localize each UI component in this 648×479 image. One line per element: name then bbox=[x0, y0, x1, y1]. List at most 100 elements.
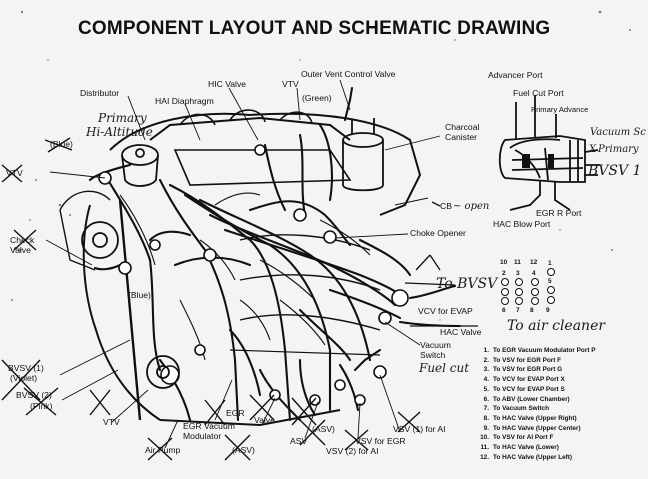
bvsv2-label-2: (Pink) bbox=[30, 401, 53, 411]
vcv-evap-label: VCV for EVAP bbox=[418, 306, 473, 316]
legend-number: 8. bbox=[483, 414, 489, 422]
egr-vacuum-modulator-label-2: Modulator bbox=[183, 431, 222, 441]
handwritten-cb-open: ~ open bbox=[453, 201, 490, 212]
legend-text: To VSV for EGR Port G bbox=[493, 366, 563, 374]
vsv-egr-label: VSV for EGR bbox=[355, 436, 406, 446]
legend-number: 6. bbox=[483, 395, 489, 403]
legend-text: To HAC Valve (Upper Right) bbox=[493, 414, 577, 422]
legend-number: 7. bbox=[483, 405, 489, 413]
port-dot bbox=[501, 288, 509, 296]
legend-number: 12. bbox=[480, 453, 489, 461]
legend-number: 3. bbox=[483, 366, 489, 374]
port-dot bbox=[547, 296, 555, 304]
legend-item: 7.To Vacuum Switch bbox=[476, 404, 646, 414]
port-number: 8 bbox=[530, 307, 534, 314]
legend-item: 8. To HAC Valve (Upper Right) bbox=[476, 414, 646, 424]
vacuum-switch-label-1: Vacuum bbox=[420, 340, 451, 350]
hac-blow-port-label: HAC Blow Port bbox=[493, 219, 551, 229]
canister-label: Canister bbox=[445, 132, 477, 142]
charcoal-canister-shape bbox=[342, 118, 384, 192]
port-legend: 1. To EGR Vacuum Modulator Port P 2. To VS… bbox=[476, 346, 646, 462]
port-dot bbox=[515, 288, 523, 296]
handwritten-to-bvsv: To BVSV bbox=[436, 276, 498, 292]
legend-text: To HAC Valve (Lower) bbox=[493, 444, 559, 452]
scan-specks bbox=[11, 10, 631, 321]
cb-label: CB bbox=[440, 201, 452, 211]
legend-number: 4. bbox=[483, 376, 489, 384]
leader-lines bbox=[45, 79, 441, 449]
bvsv2-label-1: BVSV (2) bbox=[16, 390, 52, 400]
egr-r-port-label: EGR R Port bbox=[536, 208, 582, 218]
legend-text: To VSV for EGR Port F bbox=[493, 356, 562, 364]
handwritten-x: X bbox=[589, 144, 597, 155]
legend-number: 11. bbox=[480, 444, 489, 452]
handwritten-bvsv1: BVSV 1 bbox=[588, 163, 642, 179]
port-number: 7 bbox=[516, 307, 520, 314]
port-number: 2 bbox=[502, 270, 506, 277]
legend-item: 11. To HAC Valve (Lower) bbox=[476, 443, 646, 453]
port-number: 1 bbox=[548, 260, 552, 267]
legend-item: 4. To VCV for EVAP Port X bbox=[476, 375, 646, 385]
green-label: (Green) bbox=[302, 93, 332, 103]
vtv-left-label: VTV bbox=[6, 168, 23, 178]
legend-text: To VSV for AI Port F bbox=[493, 434, 554, 442]
handwritten-arrows bbox=[404, 201, 478, 327]
port-dot bbox=[531, 297, 539, 305]
check-valve-label-2: Valve bbox=[10, 245, 31, 255]
bvsv1-label-1: BVSV (1) bbox=[8, 363, 44, 373]
port-dot bbox=[531, 288, 539, 296]
port-number: 9 bbox=[546, 307, 550, 314]
legend-item: 1. To EGR Vacuum Modulator Port P bbox=[476, 346, 646, 356]
valve-components bbox=[98, 144, 409, 406]
port-number: 5 bbox=[548, 278, 552, 285]
bvsv1-label-2: (Violet) bbox=[10, 373, 38, 383]
air-pump-label: Air Pump bbox=[145, 445, 181, 455]
legend-text: To ABV (Lower Chamber) bbox=[493, 395, 570, 403]
legend-text: To HAC Valve (Upper Left) bbox=[493, 453, 573, 461]
port-number: 11 bbox=[514, 259, 521, 266]
advancer-port-label: Advancer Port bbox=[488, 70, 543, 80]
distributor-shape bbox=[121, 144, 159, 187]
legend-number: 2. bbox=[483, 356, 489, 364]
distributor-label: Distributor bbox=[80, 88, 120, 98]
legend-number: 10. bbox=[480, 434, 489, 442]
legend-number: 1. bbox=[483, 347, 489, 354]
blue-top-label: (Blue) bbox=[50, 139, 73, 149]
legend-item: 9.To HAC Valve (Upper Center) bbox=[476, 424, 646, 434]
legend-number: 9. bbox=[483, 424, 489, 432]
legend-item: 3. To VSV for EGR Port G bbox=[476, 365, 646, 375]
legend-item: 2. To VSV for EGR Port F bbox=[476, 356, 646, 366]
port-dot bbox=[501, 297, 509, 305]
asv-label-3: (ASV) bbox=[312, 424, 335, 434]
bvsv-inset-fill bbox=[522, 154, 554, 168]
legend-text: To VCV for EVAP Port X bbox=[493, 376, 565, 384]
port-dot bbox=[547, 268, 555, 276]
port-number: 12 bbox=[530, 259, 538, 266]
hac-valve-label: HAC Valve bbox=[440, 327, 482, 337]
handwritten-primary: Primary bbox=[98, 111, 147, 125]
port-number: 10 bbox=[500, 259, 508, 266]
vsv1-ai-label: VSV (1) for AI bbox=[393, 424, 446, 434]
blue-mid-label: (Blue) bbox=[128, 290, 151, 300]
legend-text: To VCV for EVAP Port S bbox=[493, 385, 565, 393]
port-dot bbox=[515, 297, 523, 305]
egr-vacuum-modulator-label-1: EGR Vacuum bbox=[183, 421, 235, 431]
port-number: 4 bbox=[532, 270, 536, 277]
legend-number: 5. bbox=[483, 385, 489, 393]
page-title: COMPONENT LAYOUT AND SCHEMATIC DRAWING bbox=[78, 18, 551, 39]
port-number: 6 bbox=[502, 307, 506, 314]
legend-item: 6. To ABV (Lower Chamber) bbox=[476, 395, 646, 405]
egr-valve-label-2: Valve bbox=[254, 415, 275, 425]
check-valve-label-1: Check bbox=[10, 235, 35, 245]
legend-text: To EGR Vacuum Modulator Port P bbox=[493, 347, 596, 354]
hai-diaphragm-label: HAI Diaphragm bbox=[155, 96, 214, 106]
handwritten-hi-altitude: Hi-Altitude bbox=[86, 125, 153, 139]
vtv-top-label: VTV bbox=[282, 79, 299, 89]
charcoal-label: Charcoal bbox=[445, 122, 480, 132]
outer-vent-control-valve-label: Outer Vent Control Valve bbox=[301, 69, 396, 79]
primary-advance-label: Primary Advance bbox=[531, 105, 589, 114]
vsv2-ai-label: VSV (2) for AI bbox=[326, 446, 379, 456]
legend-item: 12. To HAC Valve (Upper Left) bbox=[476, 453, 646, 463]
